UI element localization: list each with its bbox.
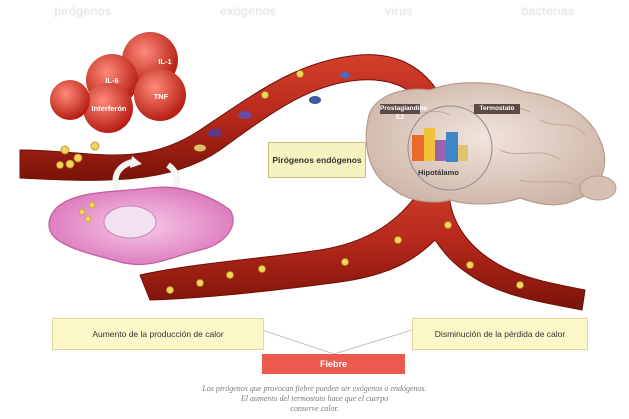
cytokine-label-3: TNF xyxy=(146,92,176,101)
cytokine-label-2: IL-6 xyxy=(95,76,129,85)
pyrogens-text: Pirógenos endógenos xyxy=(272,155,361,165)
fever-box: Fiebre xyxy=(262,354,405,374)
cytokine-cell-5 xyxy=(50,80,90,120)
caption-line-2: El aumento del termostato hace que el cu… xyxy=(120,394,509,404)
cerebellum xyxy=(580,176,616,200)
cytokine-label-4: Interferón xyxy=(88,104,130,113)
connector-lines xyxy=(262,330,412,354)
cytokine-label-1: IL-1 xyxy=(150,57,180,66)
increase-heat-box: Aumento de la producción de calor xyxy=(52,318,264,350)
brain-label-left: Prostaglandina E2 xyxy=(380,104,420,122)
brain-label-right: Termostato xyxy=(474,104,520,113)
figure-caption: Los pirógenos que provocan fiebre pueden… xyxy=(120,384,509,414)
brain xyxy=(366,83,604,205)
caption-line-1: Los pirógenos que provocan fiebre pueden… xyxy=(120,384,509,394)
increase-heat-text: Aumento de la producción de calor xyxy=(92,329,223,339)
hypothalamus-label: Hipotálamo xyxy=(418,168,459,177)
cell-nucleus xyxy=(104,206,156,238)
fever-text: Fiebre xyxy=(320,359,347,369)
decrease-heat-box: Disminución de la pérdida de calor xyxy=(412,318,588,350)
caption-line-3: conserve calor. xyxy=(120,404,509,414)
pyrogens-label: Pirógenos endógenos xyxy=(268,142,366,178)
decrease-heat-text: Disminución de la pérdida de calor xyxy=(435,329,565,339)
